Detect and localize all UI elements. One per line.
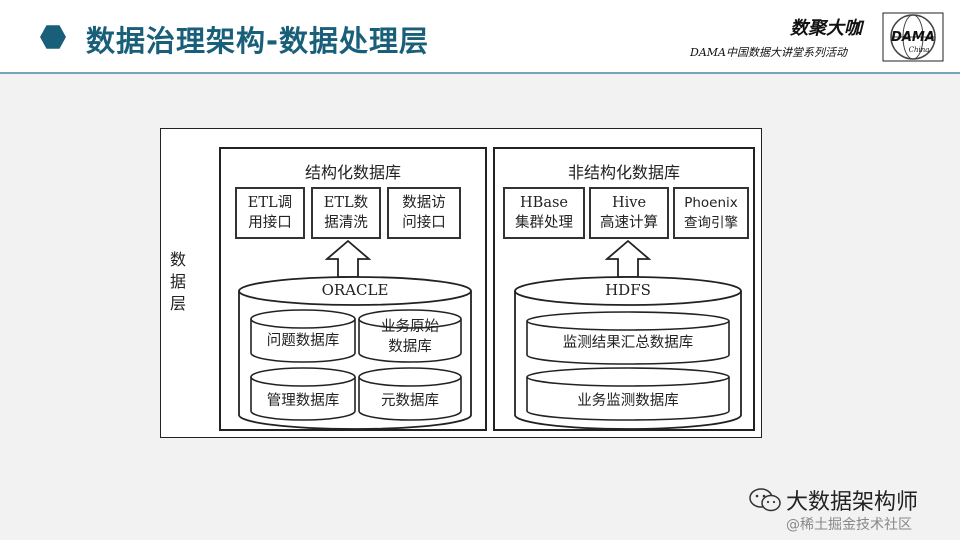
up-arrow-icon: [605, 239, 651, 278]
wechat-icon: [749, 488, 781, 512]
etl-cleansing-box: ETL数 据清洗: [311, 187, 381, 239]
business-monitoring-db-label: 业务监测数据库: [577, 393, 679, 409]
data-access-interface-box: 数据访 问接口: [387, 187, 461, 239]
logo-text: DAMA: [891, 30, 935, 45]
problem-db-label: 问题数据库: [266, 333, 340, 349]
data-layer-label: 数 据 层: [169, 250, 186, 313]
monitoring-summary-db-label: 监测结果汇总数据库: [562, 335, 694, 351]
brand-name: 数聚大咖: [790, 18, 862, 39]
hexagon-icon: [40, 25, 66, 49]
hbase-cluster-box: HBase 集群处理: [503, 187, 585, 239]
dama-logo-icon: DAMA China: [882, 12, 944, 62]
logo-subtext: China: [909, 46, 930, 54]
problem-db-cylinder: [250, 309, 356, 363]
monitoring-summary-db-cylinder: [526, 311, 730, 365]
business-monitoring-db-cylinder: [526, 367, 730, 421]
phoenix-query-box: Phoenix 查询引擎: [673, 187, 749, 239]
header-bar: 数据治理架构-数据处理层 数聚大咖 DAMA中国数据大讲堂系列活动 DAMA C…: [0, 0, 960, 72]
management-db-label: 管理数据库: [266, 393, 340, 409]
unstructured-db-panel: 非结构化数据库 HBase 集群处理 Hive 高速计算 Phoenix 查询引…: [493, 147, 755, 431]
architecture-diagram: 数 据 层 结构化数据库 ETL调 用接口 ETL数 据清洗 数据访 问接口 O…: [160, 128, 762, 438]
business-raw-db-cylinder: [358, 309, 462, 363]
unstructured-db-title: 非结构化数据库: [567, 163, 680, 182]
page-title: 数据治理架构-数据处理层: [86, 24, 430, 58]
event-subtitle: DAMA中国数据大讲堂系列活动: [690, 46, 847, 59]
up-arrow-icon: [325, 239, 371, 278]
watermark-source: @稀土掘金技术社区: [786, 517, 912, 533]
header-divider: [0, 72, 960, 74]
etl-call-interface-box: ETL调 用接口: [235, 187, 305, 239]
business-raw-db-label: 业务原始 数据库: [381, 319, 439, 355]
hive-compute-box: Hive 高速计算: [589, 187, 669, 239]
hdfs-label: HDFS: [605, 281, 651, 299]
structured-db-title: 结构化数据库: [304, 163, 401, 182]
structured-db-panel: 结构化数据库 ETL调 用接口 ETL数 据清洗 数据访 问接口 ORACLE …: [219, 147, 487, 431]
metadata-db-cylinder: [358, 367, 462, 421]
management-db-cylinder: [250, 367, 356, 421]
watermark-account: 大数据架构师: [786, 490, 919, 515]
oracle-label: ORACLE: [321, 281, 389, 299]
metadata-db-label: 元数据库: [381, 393, 439, 409]
